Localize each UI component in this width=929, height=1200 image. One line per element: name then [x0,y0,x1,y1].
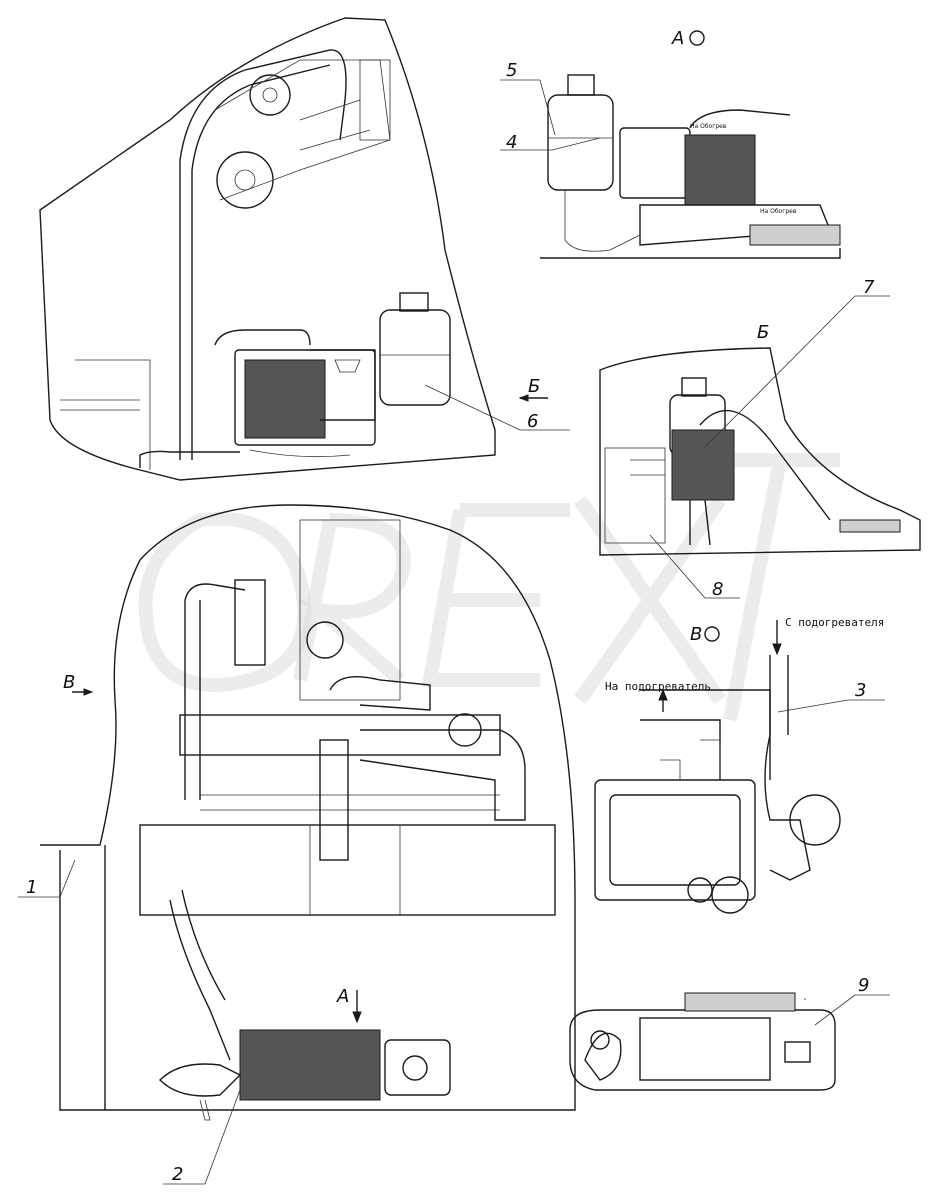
view-a-label-small-1: На Обогрев [690,123,727,130]
view-b [599,347,921,556]
view-a: На Обогрев На Обогрев [540,74,841,259]
callout-9: 9 [858,975,869,996]
callout-1: 1 [26,877,37,898]
callout-2: 2 [172,1164,183,1185]
view-v-circle [704,626,720,642]
callout-3: 3 [855,680,866,701]
note-from-heater: С подогревателя [785,616,884,629]
callout-7: 7 [863,277,875,298]
view-a-label-small-2: На Обогрев [760,208,797,215]
callout-8: 8 [712,579,723,600]
arrow-label-b: Б [528,376,540,397]
view-label-b: Б [757,322,769,343]
view-item-9 [569,992,836,1091]
callout-4: 4 [506,132,517,153]
arrow-label-v: В [63,672,75,693]
view-top-left [39,17,496,481]
view-label-a: А [671,28,684,49]
note-to-heater: На подогреватель [605,680,711,693]
view-v [594,620,841,914]
view-label-v: В [690,624,702,645]
callout-5: 5 [506,60,517,81]
callout-6: 6 [527,411,538,432]
leader-lines [18,79,890,1185]
arrow-b-head [518,394,529,402]
arrow-label-a: А [336,986,349,1007]
view-lower-left [40,504,576,1121]
watermark-logo [138,453,840,722]
view-a-circle [689,30,705,46]
